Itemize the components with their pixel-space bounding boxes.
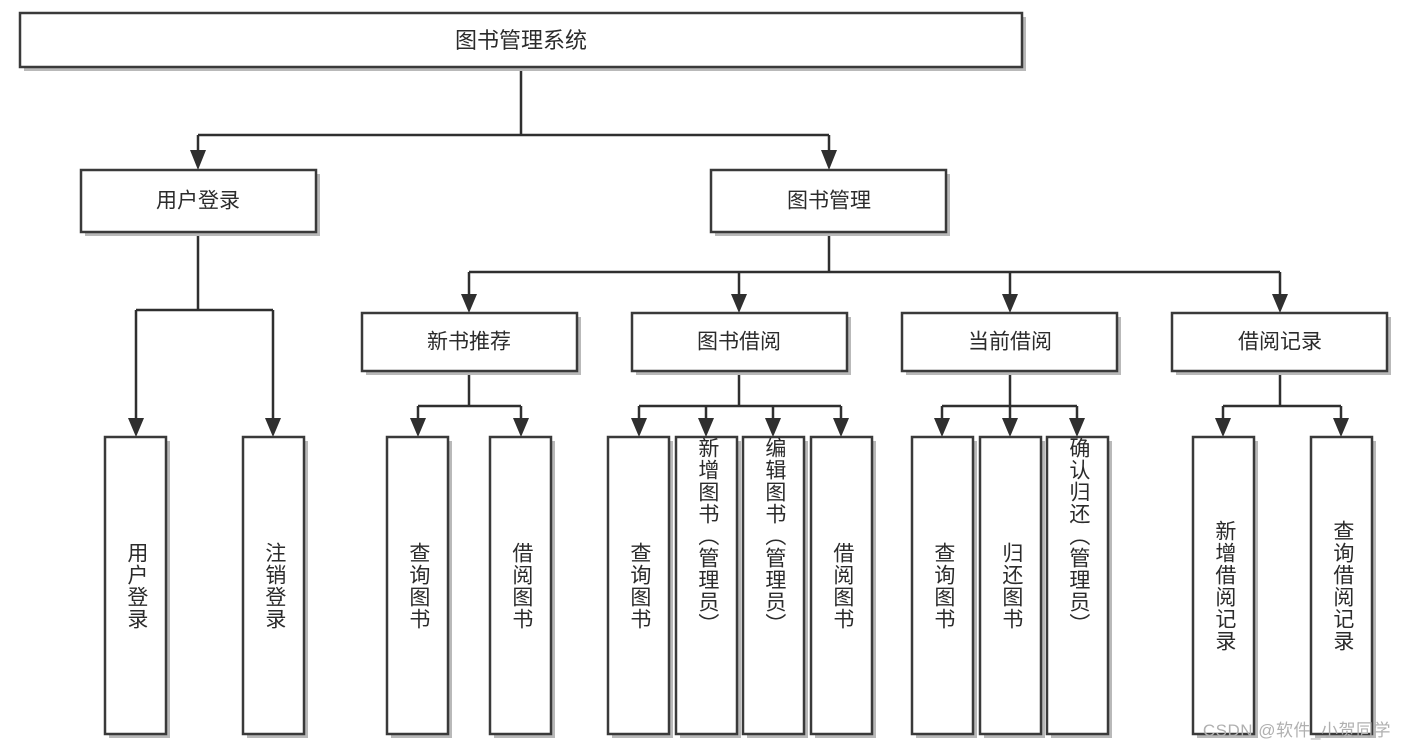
- node-book-borrow-label: 图书借阅: [697, 331, 781, 354]
- node-borrow-record-box[interactable]: [1170, 311, 1389, 373]
- leaf-box-user-logout[interactable]: [241, 435, 306, 736]
- node-book-management[interactable]: 图书管理: [709, 168, 950, 236]
- node-root[interactable]: 图书管理系统: [18, 11, 1026, 71]
- arrow-head-leaf-borrow-4: [833, 418, 849, 437]
- leaf-box-newbook-borrow[interactable]: [488, 435, 553, 736]
- leaf-box-newbook-query[interactable]: [385, 435, 450, 736]
- leaf-boxes-layer: [103, 435, 1376, 738]
- node-current-borrow-box[interactable]: [900, 311, 1119, 373]
- arrow-head-leaf-newbook-1: [410, 418, 426, 437]
- node-book-management-label: 图书管理: [787, 190, 871, 213]
- arrow-head-leaf-current-3: [1069, 418, 1085, 437]
- arrow-head-bookmgmt: [821, 150, 837, 170]
- arrow-head-borrow: [731, 294, 747, 313]
- leaf-box-borrow-query[interactable]: [606, 435, 671, 736]
- connector-layer: [128, 67, 1349, 437]
- arrow-head-leaf-borrow-3: [765, 418, 781, 437]
- leaf-box-record-add[interactable]: [1191, 435, 1256, 736]
- leaf-box-borrow-add[interactable]: [674, 435, 739, 736]
- node-user-login-label: 用户登录: [156, 190, 240, 213]
- leaf-box-user-login[interactable]: [103, 435, 168, 736]
- node-book-borrow[interactable]: 图书借阅: [630, 311, 851, 375]
- node-user-login-box[interactable]: [79, 168, 318, 234]
- arrow-head-leaf-record-1: [1215, 418, 1231, 437]
- arrow-head-leaf-newbook-2: [513, 418, 529, 437]
- arrow-head-newbook: [461, 294, 477, 313]
- watermark-text: CSDN @软件_小贺同学: [1202, 721, 1391, 740]
- leaf-box-borrow-edit[interactable]: [741, 435, 806, 736]
- node-borrow-record-label: 借阅记录: [1238, 331, 1322, 354]
- node-borrow-record[interactable]: 借阅记录: [1170, 311, 1391, 375]
- node-new-book-recommend-label: 新书推荐: [427, 331, 511, 354]
- node-new-book-recommend-box[interactable]: [360, 311, 579, 373]
- node-root-label: 图书管理系统: [455, 28, 587, 53]
- arrow-head-leaf-user-logout: [265, 418, 281, 437]
- arrow-head-leaf-current-1: [934, 418, 950, 437]
- arrow-head-leaf-record-2: [1333, 418, 1349, 437]
- node-current-borrow-label: 当前借阅: [968, 331, 1052, 354]
- node-new-book-recommend[interactable]: 新书推荐: [360, 311, 581, 375]
- leaf-box-current-return[interactable]: [978, 435, 1043, 736]
- arrow-head-leaf-borrow-2: [698, 418, 714, 437]
- node-current-borrow[interactable]: 当前借阅: [900, 311, 1121, 375]
- arrow-head-current: [1002, 294, 1018, 313]
- arrow-head-record: [1272, 294, 1288, 313]
- leaf-box-current-confirm[interactable]: [1045, 435, 1110, 736]
- arrow-head-leaf-current-2: [1002, 418, 1018, 437]
- leaf-box-current-query[interactable]: [910, 435, 975, 736]
- arrow-head-leaf-borrow-1: [631, 418, 647, 437]
- node-book-borrow-box[interactable]: [630, 311, 849, 373]
- node-user-login[interactable]: 用户登录: [79, 168, 320, 236]
- leaf-box-record-query[interactable]: [1309, 435, 1374, 736]
- node-root-box[interactable]: [18, 11, 1024, 69]
- leaf-box-borrow-lend[interactable]: [809, 435, 874, 736]
- arrow-head-userlogin: [190, 150, 206, 170]
- node-book-management-box[interactable]: [709, 168, 948, 234]
- arrow-head-leaf-user-login: [128, 418, 144, 437]
